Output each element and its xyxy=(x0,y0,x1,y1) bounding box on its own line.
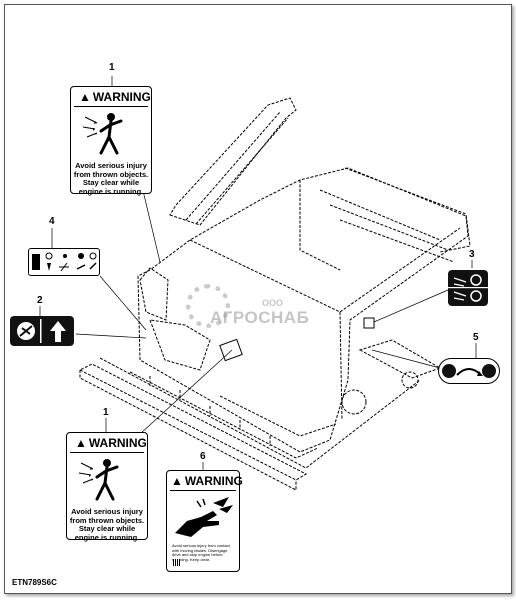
main-body-top xyxy=(189,227,461,313)
leader-5-machine xyxy=(371,349,441,369)
left-guard xyxy=(139,267,169,321)
watermark-brand: АГРОСНАБ xyxy=(210,308,310,327)
rotation-arrow-pictogram-icon xyxy=(17,319,66,343)
callout-5: 5 xyxy=(473,332,479,343)
decal-6-text: Avoid serious injury from contact with m… xyxy=(172,543,230,562)
right-roller-small xyxy=(401,371,419,389)
conveyor-boom-inner xyxy=(185,111,289,225)
warning-triangle-icon: ▲ xyxy=(171,474,183,488)
front-rail xyxy=(129,371,319,459)
decal-1-line-3: Stay clear while xyxy=(82,178,140,188)
leader-1b-machine xyxy=(139,349,233,435)
figure-id: ETN789S6C xyxy=(12,578,57,587)
callout-6: 6 xyxy=(200,451,206,462)
top-rail xyxy=(344,167,471,253)
thrown-objects-pictogram-icon xyxy=(82,113,123,155)
leader-4-machine xyxy=(99,275,147,331)
decal-1-line-4: engine is running. xyxy=(78,186,144,196)
decal-1b-line-3: Stay clear while xyxy=(78,524,136,534)
hand-cut-pictogram-icon xyxy=(175,497,233,537)
warning-decal-blades: ▲ WARNING Avoid serious injury from cont… xyxy=(166,470,243,572)
decal-1b-line-2: from thrown objects. xyxy=(69,515,145,525)
thrown-objects-pictogram-icon xyxy=(78,459,119,501)
leader-3-machine xyxy=(373,289,449,323)
callout-2: 2 xyxy=(37,295,43,306)
right-roller xyxy=(341,389,367,415)
instruction-decal-4 xyxy=(28,248,100,276)
conveyor-boom xyxy=(169,97,297,226)
watermark-prefix: ООО xyxy=(262,298,284,308)
machine-decal-location-b xyxy=(363,317,375,329)
warning-title: WARNING xyxy=(184,474,243,488)
rear-panel xyxy=(299,180,341,271)
decal-1b-line-1: Avoid serious injury xyxy=(71,507,143,516)
callout-1-top: 1 xyxy=(109,62,115,73)
front-rail-ribs xyxy=(149,376,271,446)
callout-4: 4 xyxy=(49,216,55,227)
watermark-gear-icon xyxy=(186,284,230,328)
warning-decal-thrown-objects-bottom: ▲ WARNING Avoid serious injury from thro… xyxy=(66,432,148,542)
warning-title: WARNING xyxy=(92,90,151,104)
right-roller-bar xyxy=(358,339,442,379)
header-front-edge xyxy=(78,363,308,481)
belt-drive-pictogram-icon xyxy=(448,274,488,302)
instruction-decal-5 xyxy=(438,358,500,384)
panel-ribs xyxy=(319,189,455,263)
warning-triangle-icon: ▲ xyxy=(79,90,91,104)
speed-arc-pictogram-icon xyxy=(442,364,496,378)
decal-1-line-2: from thrown objects. xyxy=(73,169,149,179)
decal-1-line-1: Avoid serious injury xyxy=(75,161,147,170)
callout-3: 3 xyxy=(469,249,475,260)
callout-1-bottom: 1 xyxy=(103,407,109,418)
warning-title: WARNING xyxy=(88,436,147,450)
instruction-decal-3 xyxy=(448,270,488,306)
warning-decal-thrown-objects-top: ▲ WARNING Avoid serious injury from thro… xyxy=(70,86,152,196)
lower-frame xyxy=(219,395,337,437)
instruction-decal-2 xyxy=(10,316,74,346)
warning-triangle-icon: ▲ xyxy=(75,436,87,450)
left-wheel-shield xyxy=(149,319,211,371)
decal-1b-line-4: engine is running. xyxy=(74,532,140,542)
header-upper-edge xyxy=(99,357,421,469)
instruction-pictograms-icon xyxy=(32,252,97,272)
leader-2-machine xyxy=(75,333,147,339)
machine-decal-location-a xyxy=(219,338,243,362)
decal-6-qr-icon xyxy=(173,559,180,566)
